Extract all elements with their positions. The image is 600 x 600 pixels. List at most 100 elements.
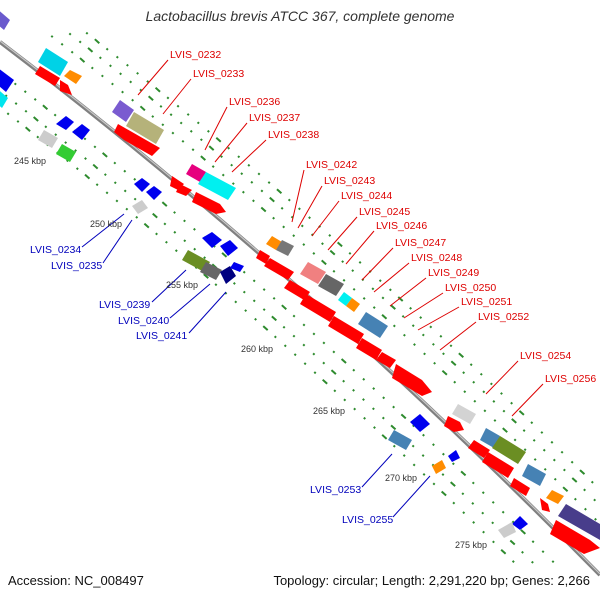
gene-box[interactable] [182, 250, 210, 272]
gene-label[interactable]: LVIS_0251 [461, 296, 512, 308]
gene-box[interactable] [558, 504, 600, 540]
gene-box[interactable] [546, 490, 564, 504]
gene-arrow-reverse[interactable] [220, 266, 236, 284]
gene-arrow-forward[interactable] [550, 520, 600, 554]
gene-box[interactable] [186, 164, 206, 182]
gene-arrow-forward[interactable] [35, 66, 60, 86]
gene-label[interactable]: LVIS_0234 [30, 244, 81, 256]
gene-box[interactable] [64, 70, 82, 84]
gene-arrow-forward[interactable] [444, 416, 464, 432]
gene-arrow-forward[interactable] [264, 258, 294, 280]
gene-arrow-forward[interactable] [114, 124, 160, 156]
gene-arrow-forward[interactable] [482, 452, 514, 478]
gene-arrow-forward[interactable] [356, 338, 382, 360]
gene-label[interactable]: LVIS_0236 [229, 96, 280, 108]
gene-label[interactable]: LVIS_0252 [478, 311, 529, 323]
kbp-tick-mark [269, 196, 275, 203]
gene-arrow-forward[interactable] [510, 478, 530, 496]
gene-arrow-forward[interactable] [540, 498, 550, 512]
gene-box[interactable] [0, 8, 10, 30]
gene-label[interactable]: LVIS_0232 [170, 49, 221, 61]
gene-label[interactable]: LVIS_0241 [136, 330, 187, 342]
gene-box[interactable] [230, 262, 244, 272]
gene-box[interactable] [432, 460, 446, 474]
kbp-tick-mark [53, 113, 57, 117]
gene-label[interactable]: LVIS_0246 [376, 220, 427, 232]
gene-arrow-forward[interactable] [392, 364, 432, 396]
gene-label[interactable]: LVIS_0254 [520, 350, 571, 362]
gene-label[interactable]: LVIS_0255 [342, 514, 393, 526]
kbp-tick-mark [440, 490, 447, 497]
gene-label[interactable]: LVIS_0253 [310, 484, 361, 496]
gene-arrow-forward[interactable] [284, 280, 310, 300]
gene-label[interactable]: LVIS_0247 [395, 237, 446, 249]
gene-arrow-reverse[interactable] [448, 450, 460, 462]
gene-label[interactable]: LVIS_0239 [99, 299, 150, 311]
gene-box[interactable] [522, 464, 546, 486]
gene-box[interactable] [126, 112, 164, 144]
gene-box[interactable] [300, 262, 326, 284]
gene-label[interactable]: LVIS_0249 [428, 267, 479, 279]
gene-arrow-forward[interactable] [192, 192, 226, 214]
gene-arrow-forward[interactable] [60, 80, 72, 95]
gene-arrow-reverse[interactable] [202, 232, 222, 248]
gene-box[interactable] [338, 292, 352, 306]
gene-arrow-reverse[interactable] [220, 240, 238, 256]
gene-box[interactable] [266, 236, 282, 250]
gene-box[interactable] [492, 436, 526, 464]
gene-arrow-forward[interactable] [176, 184, 192, 196]
kbp-tick-mark [151, 115, 155, 118]
kbp-tick-mark [95, 183, 99, 187]
gene-label[interactable]: LVIS_0238 [268, 129, 319, 141]
gene-arrow-reverse[interactable] [56, 116, 74, 130]
gene-arrow-forward[interactable] [300, 294, 336, 322]
gene-label[interactable]: LVIS_0233 [193, 68, 244, 80]
gene-label[interactable]: LVIS_0243 [324, 175, 375, 187]
kbp-tick-mark [123, 189, 127, 193]
gene-box[interactable] [0, 86, 8, 108]
gene-box[interactable] [498, 522, 516, 538]
kbp-tick-mark [422, 433, 425, 437]
gene-box[interactable] [56, 144, 76, 162]
gene-arrow-forward[interactable] [328, 316, 364, 344]
gene-label[interactable]: LVIS_0245 [359, 206, 410, 218]
gene-label[interactable]: LVIS_0248 [411, 252, 462, 264]
label-callout-line [511, 383, 544, 417]
gene-box[interactable] [388, 430, 412, 450]
gene-arrow-reverse[interactable] [72, 124, 90, 140]
kbp-tick-mark [381, 296, 385, 300]
gene-box[interactable] [132, 200, 148, 214]
kbp-tick-mark [441, 452, 445, 456]
kbp-tick-mark [469, 363, 473, 367]
gene-label[interactable]: LVIS_0242 [306, 159, 357, 171]
kbp-tick-mark [280, 206, 284, 210]
gene-box[interactable] [200, 262, 222, 280]
kbp-tick-mark [409, 306, 412, 310]
gene-label[interactable]: LVIS_0237 [249, 112, 300, 124]
gene-arrow-forward[interactable] [376, 352, 396, 368]
gene-arrow-reverse[interactable] [512, 516, 528, 530]
kbp-tick-mark [381, 434, 388, 440]
gene-label[interactable]: LVIS_0240 [118, 315, 169, 327]
gene-arrow-reverse[interactable] [134, 178, 150, 192]
kbp-tick-mark [336, 241, 343, 248]
gene-box[interactable] [346, 298, 360, 312]
gene-box[interactable] [276, 240, 294, 256]
gene-label[interactable]: LVIS_0235 [51, 260, 102, 272]
gene-arrow-reverse[interactable] [146, 186, 162, 200]
gene-box[interactable] [38, 48, 68, 76]
gene-arrow-forward[interactable] [256, 250, 270, 264]
gene-box[interactable] [452, 404, 476, 424]
gene-box[interactable] [198, 172, 236, 200]
gene-label[interactable]: LVIS_0244 [341, 190, 392, 202]
gene-box[interactable] [112, 100, 134, 122]
gene-box[interactable] [318, 274, 344, 296]
gene-box[interactable] [480, 428, 500, 448]
gene-label[interactable]: LVIS_0256 [545, 373, 596, 385]
gene-box[interactable] [358, 312, 388, 338]
gene-box[interactable] [0, 68, 14, 92]
gene-box[interactable] [38, 130, 58, 148]
gene-arrow-forward[interactable] [468, 440, 490, 458]
gene-arrow-reverse[interactable] [410, 414, 430, 432]
gene-label[interactable]: LVIS_0250 [445, 282, 496, 294]
